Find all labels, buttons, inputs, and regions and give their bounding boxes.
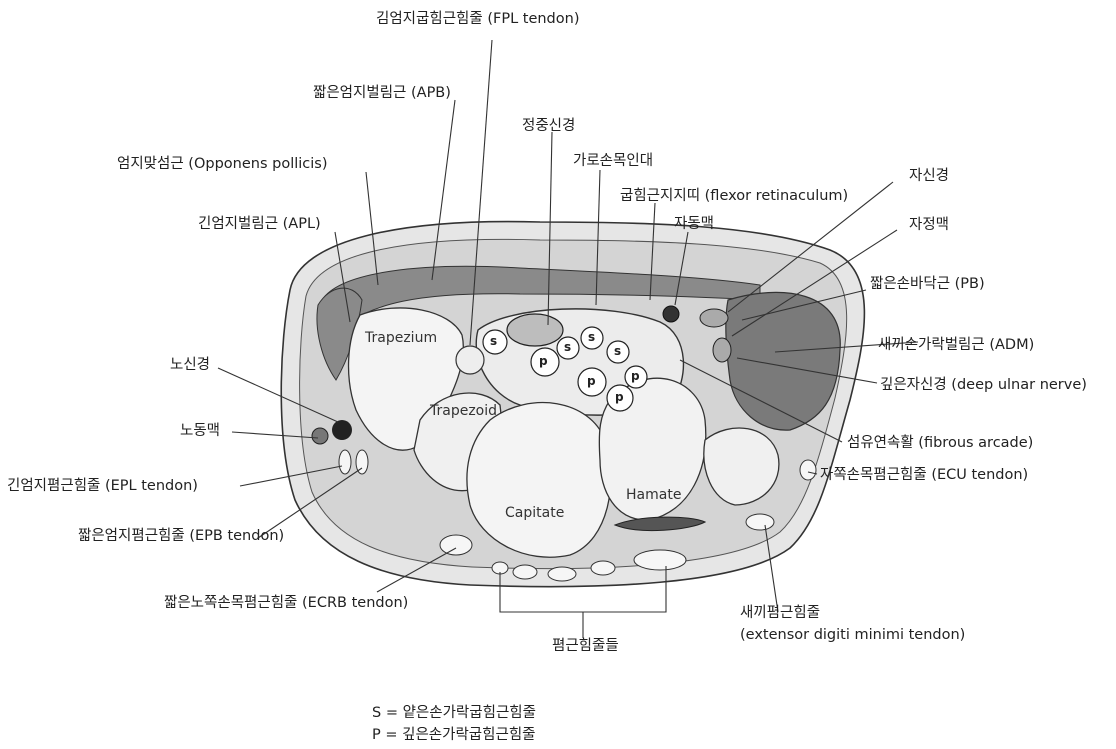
- hamate-label: Hamate: [626, 487, 681, 503]
- label-ulnar-vein: 자정맥: [909, 216, 949, 234]
- label-pb: 짧은손바닥근 (PB): [870, 275, 985, 293]
- label-opponens: 엄지맞섬근 (Opponens pollicis): [117, 155, 328, 173]
- label-radial-nerve: 노신경: [170, 356, 210, 374]
- label-apb: 짧은엄지벌림근 (APB): [313, 84, 451, 102]
- label-epl: 긴엄지폄근힘줄 (EPL tendon): [7, 477, 198, 495]
- label-transverse-carpal: 가로손목인대: [573, 152, 653, 170]
- tendon-letter-p-2: p: [587, 374, 596, 388]
- ulnar-artery-shape: [663, 306, 679, 322]
- epl-tendon-shape: [339, 450, 351, 474]
- label-epb: 짧은엄지폄근힘줄 (EPB tendon): [78, 527, 284, 545]
- label-deep-ulnar-nerve: 깊은자신경 (deep ulnar nerve): [880, 376, 1087, 394]
- label-edm-line1: 새끼폄근힘줄: [740, 604, 820, 622]
- label-ecu: 자쪽손목폄근힘줄 (ECU tendon): [820, 466, 1028, 484]
- legend-s: S = 얕은손가락굽힘근힘줄: [372, 703, 536, 723]
- label-ulnar-nerve: 자신경: [909, 167, 949, 185]
- tendon-letter-s-4: s: [614, 344, 621, 358]
- label-ecrb: 짧은노쪽손목폄근힘줄 (ECRB tendon): [164, 594, 408, 612]
- label-edm-line2: (extensor digiti minimi tendon): [740, 626, 965, 644]
- trapezoid-label: Trapezoid: [430, 403, 497, 419]
- label-fpl: 김엄지굽힘근힘줄 (FPL tendon): [376, 10, 579, 28]
- label-adm: 새끼손가락벌림근 (ADM): [878, 336, 1034, 354]
- tendon-letter-s-3: s: [588, 330, 595, 344]
- tendon-letter-p-3: p: [631, 369, 640, 383]
- fpl-tendon-shape: [456, 346, 484, 374]
- extensor-tendon-3: [548, 567, 576, 581]
- label-extensors: 폄근힘줄들: [552, 637, 619, 655]
- label-median-nerve: 정중신경: [522, 117, 575, 135]
- extensor-tendon-4: [591, 561, 615, 575]
- label-fibrous-arcade: 섬유연속활 (fibrous arcade): [847, 434, 1033, 452]
- tendon-letter-s-1: s: [490, 334, 497, 348]
- ecrb-tendon-shape: [440, 535, 472, 555]
- legend-p: P = 깊은손가락굽힘근힘줄: [372, 725, 536, 745]
- tendon-letter-p-4: p: [615, 390, 624, 404]
- radial-artery-shape: [332, 420, 352, 440]
- ulnar-nerve-shape: [700, 309, 728, 327]
- extensor-tendon-5: [634, 550, 686, 570]
- extensor-tendon-2: [513, 565, 537, 579]
- radial-vein-shape: [312, 428, 328, 444]
- median-nerve-shape: [507, 314, 563, 346]
- trapezium-label: Trapezium: [365, 330, 437, 346]
- tendon-letter-s-2: s: [564, 340, 571, 354]
- label-radial-artery: 노동맥: [180, 422, 220, 440]
- capitate-label: Capitate: [505, 505, 564, 521]
- label-apl: 긴엄지벌림근 (APL): [198, 215, 321, 233]
- edm-tendon-shape: [746, 514, 774, 530]
- label-ulnar-artery: 자동맥: [674, 215, 714, 233]
- ecu-tendon-shape: [800, 460, 816, 480]
- deep-ulnar-nerve-shape: [713, 338, 731, 362]
- capitate-bone: [467, 403, 611, 558]
- label-flexor-retinaculum: 굽힘근지지띠 (flexor retinaculum): [620, 187, 848, 205]
- tendon-letter-p-1: p: [539, 354, 548, 368]
